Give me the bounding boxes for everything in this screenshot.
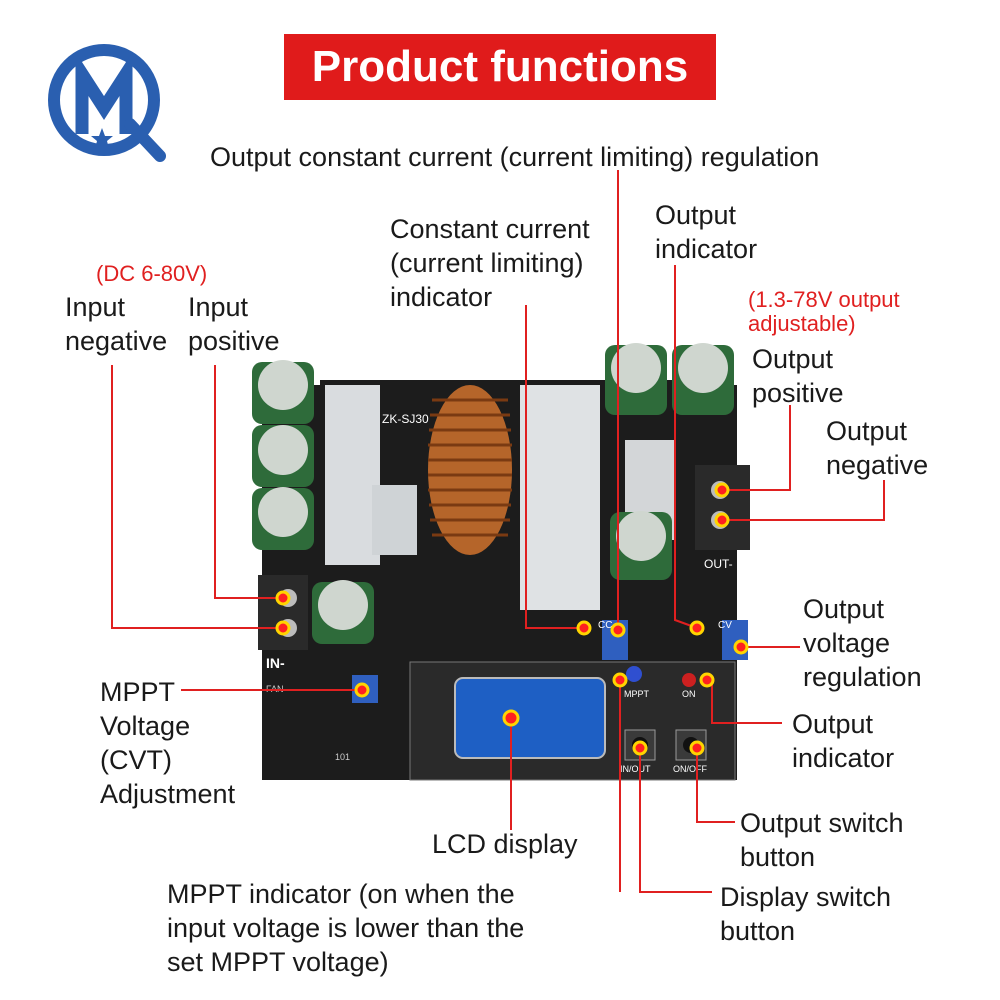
toroid-inductor: [428, 385, 512, 555]
output-terminal: [695, 465, 750, 550]
label-cc-indicator: Constant current (current limiting) indi…: [390, 214, 590, 312]
board-model-text: ZK-SJ30: [382, 412, 429, 426]
label-input-range: (DC 6-80V): [96, 261, 208, 286]
heatsink-pad-right: [520, 385, 600, 610]
label-output-indicator-top: Output indicator: [655, 200, 758, 264]
svg-text:ON/OFF: ON/OFF: [673, 764, 707, 774]
page-title: Product functions: [284, 34, 716, 100]
label-input-negative: Input negative: [65, 292, 168, 356]
input-terminal: [258, 575, 308, 650]
label-output-voltage-regulation: Output voltage regulation: [803, 594, 922, 692]
svg-text:IN/OUT: IN/OUT: [620, 764, 651, 774]
label-output-switch-button: Output switch button: [740, 808, 904, 872]
label-lcd-display: LCD display: [432, 829, 578, 859]
svg-text:ON: ON: [682, 689, 696, 699]
svg-text:IN-: IN-: [266, 655, 285, 671]
output-capacitors: [605, 343, 734, 580]
lcd-screen: [454, 677, 606, 759]
label-output-indicator-right: Output indicator: [792, 709, 895, 773]
svg-text:OUT-: OUT-: [704, 557, 733, 571]
svg-text:MPPT: MPPT: [624, 689, 650, 699]
label-output-positive: Output positive: [752, 344, 844, 408]
brand-logo: [42, 38, 167, 168]
callout-lines: [111, 170, 885, 893]
label-mppt-adjust: MPPT Voltage (CVT) Adjustment: [100, 677, 236, 809]
label-mppt-indicator: MPPT indicator (on when the input voltag…: [167, 879, 525, 977]
label-input-positive: Input positive: [188, 292, 280, 356]
svg-text:101: 101: [335, 752, 350, 762]
label-output-negative: Output negative: [826, 416, 929, 480]
callout-dots: [275, 482, 749, 756]
svg-text:CC: CC: [598, 620, 612, 631]
label-output-cc-regulation: Output constant current (current limitin…: [210, 142, 820, 172]
svg-text:CV: CV: [718, 620, 732, 631]
label-display-switch-button: Display switch button: [720, 882, 892, 946]
heatsink-pad-left: [325, 385, 380, 565]
input-capacitors: [252, 360, 374, 644]
label-output-range: (1.3-78V output adjustable): [748, 287, 900, 336]
